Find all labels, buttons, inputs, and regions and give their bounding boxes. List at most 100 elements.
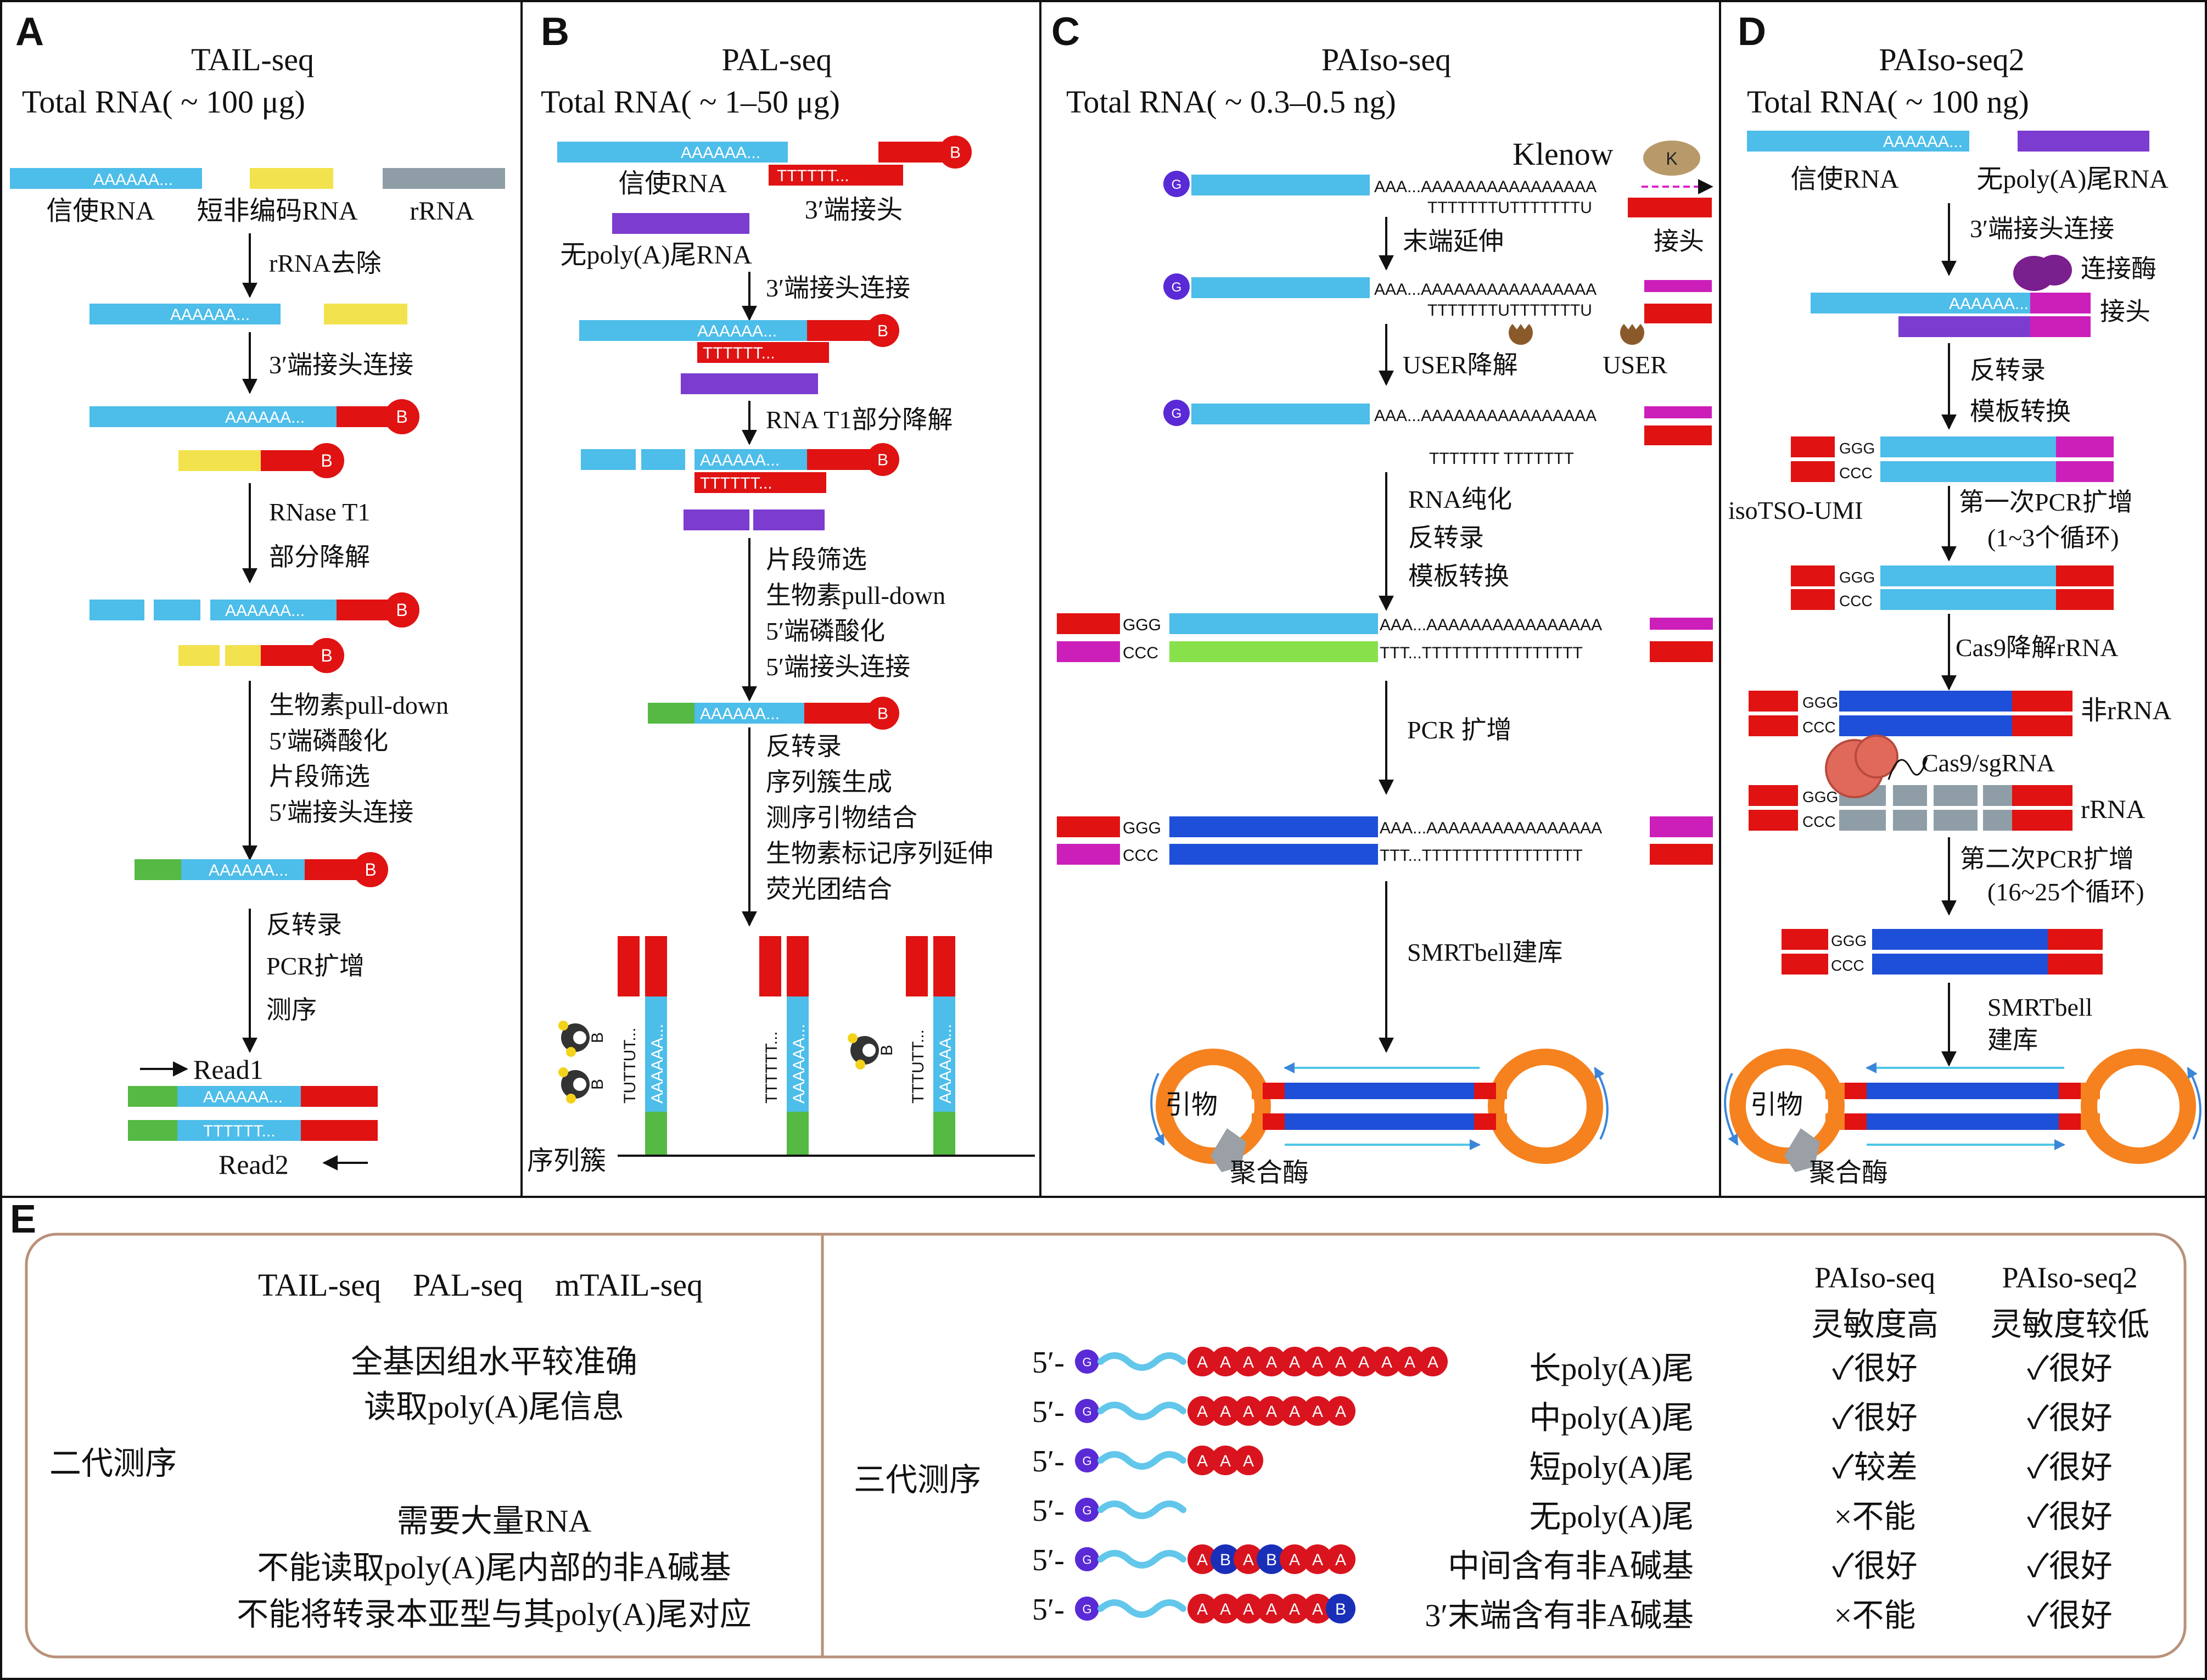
biotin-label: B <box>365 860 376 880</box>
sequence-text: AAAAAA... <box>203 1088 283 1106</box>
smrtbell-arm <box>2081 1113 2100 1130</box>
nucleotide-bead <box>1257 1347 1286 1376</box>
rna-strand <box>128 1120 177 1141</box>
klenow-icon <box>1643 141 1700 176</box>
rna-strand <box>1839 715 2012 736</box>
rna-strand <box>804 703 876 724</box>
rna-strand <box>681 373 818 394</box>
sequence-text: GGG <box>1802 788 1838 805</box>
label-text: rRNA <box>2081 795 2146 824</box>
five-prime-label: 5′- <box>1032 1346 1065 1380</box>
bead-letter: A <box>1197 1452 1208 1470</box>
rna-strand <box>1169 816 1378 837</box>
rna-strand <box>2056 565 2114 586</box>
method-title: PAL-seq <box>722 42 832 77</box>
nucleotide-bead <box>1326 1544 1355 1574</box>
label-text: SMRTbell <box>1987 993 2092 1021</box>
cap-g-label: G <box>1082 1553 1091 1566</box>
cas9-icon <box>1855 735 1898 779</box>
feature-label: 短poly(A)尾 <box>1529 1449 1694 1485</box>
label-text: 生物素pull-down <box>766 581 945 609</box>
sequence-text: CCC <box>1839 592 1873 609</box>
input-amount: Total RNA( ~ 100 ng) <box>1747 84 2029 120</box>
smrtbell-adapter <box>1263 1083 1285 1099</box>
label-text: rRNA <box>410 197 474 226</box>
rna-tail-wave <box>1097 1352 1186 1371</box>
label-text: rRNA去除 <box>269 249 381 277</box>
rna-strand <box>1057 844 1120 865</box>
label-text: 5′端磷酸化 <box>766 617 885 645</box>
label-text: 聚合酶 <box>1230 1158 1309 1188</box>
nucleotide-bead <box>1257 1544 1286 1574</box>
ngs-con: 不能读取poly(A)尾内部的非A碱基 <box>257 1550 731 1586</box>
cap-g-icon <box>1163 171 1190 197</box>
bead-letter: A <box>1197 1403 1208 1421</box>
rna-strand <box>2018 131 2149 152</box>
rna-strand <box>2048 954 2103 975</box>
col-sensitivity: 灵敏度高 <box>1811 1307 1939 1342</box>
paiso-seq2-result: ✓很好 <box>2027 1598 2113 1633</box>
rna-strand <box>1057 816 1120 837</box>
paiso-seq-result: ✓很好 <box>1832 1548 1918 1584</box>
bead-letter: A <box>1197 1551 1208 1569</box>
nucleotide-bead <box>1187 1347 1217 1376</box>
rna-strand <box>1644 304 1712 323</box>
bead-letter: B <box>1335 1600 1346 1619</box>
label-text: 反转录 <box>266 911 342 939</box>
cluster-strand <box>787 936 809 996</box>
rna-strand <box>641 449 685 470</box>
biotin-label: B <box>877 705 888 723</box>
label-text: 连接酶 <box>2081 255 2156 283</box>
rna-strand <box>177 1120 301 1141</box>
biotin-label: B <box>321 646 332 665</box>
smrtbell-arm <box>1496 1083 1507 1099</box>
smrtbell-adapter <box>1263 1113 1285 1130</box>
cap-g-icon <box>1075 1597 1099 1621</box>
bead-letter: A <box>1358 1353 1369 1371</box>
bead-letter: A <box>1289 1353 1300 1371</box>
label-text: (16~25个循环) <box>1987 878 2144 906</box>
polymerase-icon <box>1211 1128 1246 1172</box>
bead-letter: A <box>1266 1353 1277 1371</box>
sequence-text: B <box>878 1045 896 1056</box>
rna-strand <box>1983 785 2012 806</box>
feature-label: 3′末端含有非A碱基 <box>1425 1598 1694 1633</box>
sequence-text: AAA...AAAAAAAAAAAAAAAA <box>1380 616 1602 634</box>
sequence-text: B <box>589 1079 607 1090</box>
bead-letter: A <box>1427 1353 1438 1371</box>
rna-strand <box>1169 844 1378 865</box>
rna-strand <box>10 168 202 189</box>
label-text: 末端延伸 <box>1403 227 1504 255</box>
nucleotide-bead <box>1303 1396 1332 1426</box>
smrtbell-arm <box>1252 1113 1263 1130</box>
nucleotide-bead <box>1234 1446 1263 1475</box>
sequence-text: AAA...AAAAAAAAAAAAAAAA <box>1380 819 1602 837</box>
rna-tail-wave <box>1097 1402 1186 1420</box>
nucleotide-bead <box>1303 1594 1332 1623</box>
fluor-hole <box>573 1031 586 1044</box>
ngs-methods: TAIL-seq PAL-seq mTAIL-seq <box>258 1267 703 1303</box>
label-text: 第一次PCR扩增 <box>1959 488 2133 516</box>
label-text: Cas9/sgRNA <box>1922 749 2055 777</box>
rna-strand <box>1791 589 1835 610</box>
label-text: 无poly(A)尾RNA <box>1976 165 2169 194</box>
cluster-strand <box>645 936 667 996</box>
biotin-cap <box>353 852 388 887</box>
nucleotide-bead <box>1187 1544 1217 1574</box>
nucleotide-bead <box>1187 1396 1217 1426</box>
sequence-text: AAAAAA... <box>697 322 777 340</box>
rna-strand <box>1644 406 1712 418</box>
input-amount: Total RNA( ~ 100 μg) <box>22 84 305 120</box>
label-text: 无poly(A)尾RNA <box>560 240 752 270</box>
bead-letter: A <box>1335 1551 1346 1569</box>
biotin-cap <box>309 443 344 478</box>
rotation-arrow <box>1150 1073 1165 1146</box>
feature-label: 长poly(A)尾 <box>1529 1351 1694 1386</box>
rna-strand <box>1872 954 2048 975</box>
input-amount: Total RNA( ~ 1–50 μg) <box>541 84 840 120</box>
rna-strand <box>1650 641 1713 662</box>
sequence-text: TTTTTTTUTTTTTTTU <box>1427 199 1592 217</box>
nucleotide-bead <box>1280 1396 1309 1426</box>
label-text: 5′端磷酸化 <box>269 727 388 755</box>
